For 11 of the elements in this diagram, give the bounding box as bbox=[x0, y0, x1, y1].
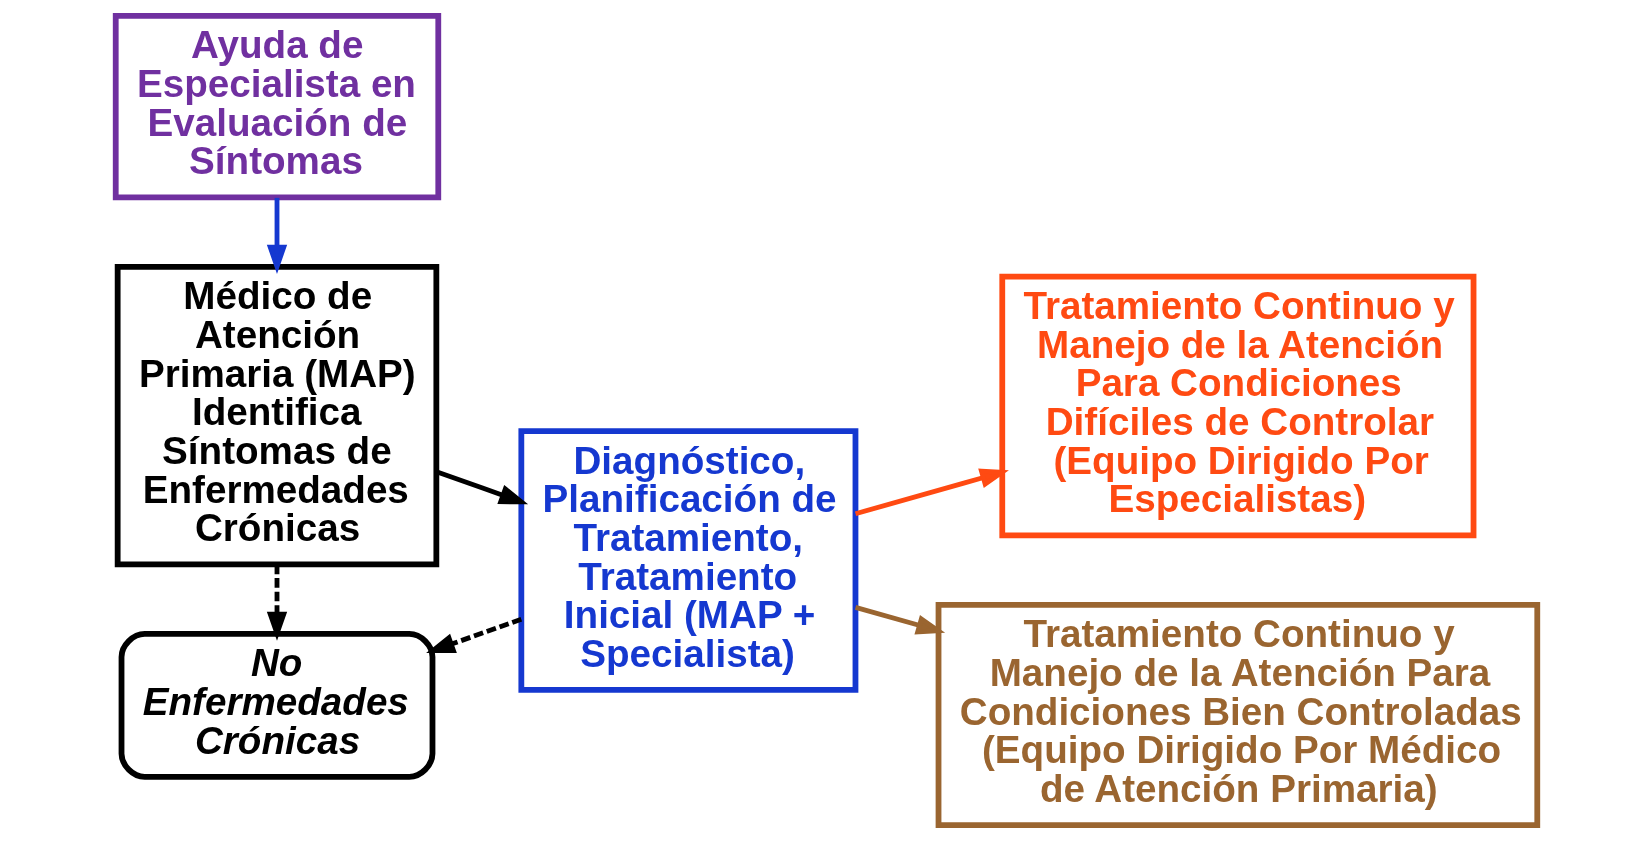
node-box: Ayuda de Especialista en Evaluación de Síntomas bbox=[112, 12, 441, 201]
node-box: No Enfermedades Crónicas bbox=[118, 631, 435, 780]
arrow bbox=[854, 605, 945, 635]
arrow bbox=[266, 197, 287, 274]
arrow bbox=[425, 616, 522, 654]
arrow bbox=[266, 564, 287, 641]
arrow bbox=[854, 468, 1009, 517]
node-box: Médico de Atención Primaria (MAP) Identifica Síntomas de Enfermedades Crónicas bbox=[114, 264, 439, 568]
node-box: Diagnóstico, Planificación de Tratamiento, Tratamiento Inicial (MAP + Specialista) bbox=[517, 428, 858, 693]
node-box: Tratamiento Continuo y Manejo de la Atención Para Condiciones Difíciles de Controlar (Equipo Dirigido Por Especialistas) bbox=[998, 273, 1476, 539]
node-box: Tratamiento Continuo y Manejo de la Atención Para Condiciones Bien Controladas (Equipo Dirigido Por Médico de Atención Primaria) bbox=[935, 602, 1540, 829]
